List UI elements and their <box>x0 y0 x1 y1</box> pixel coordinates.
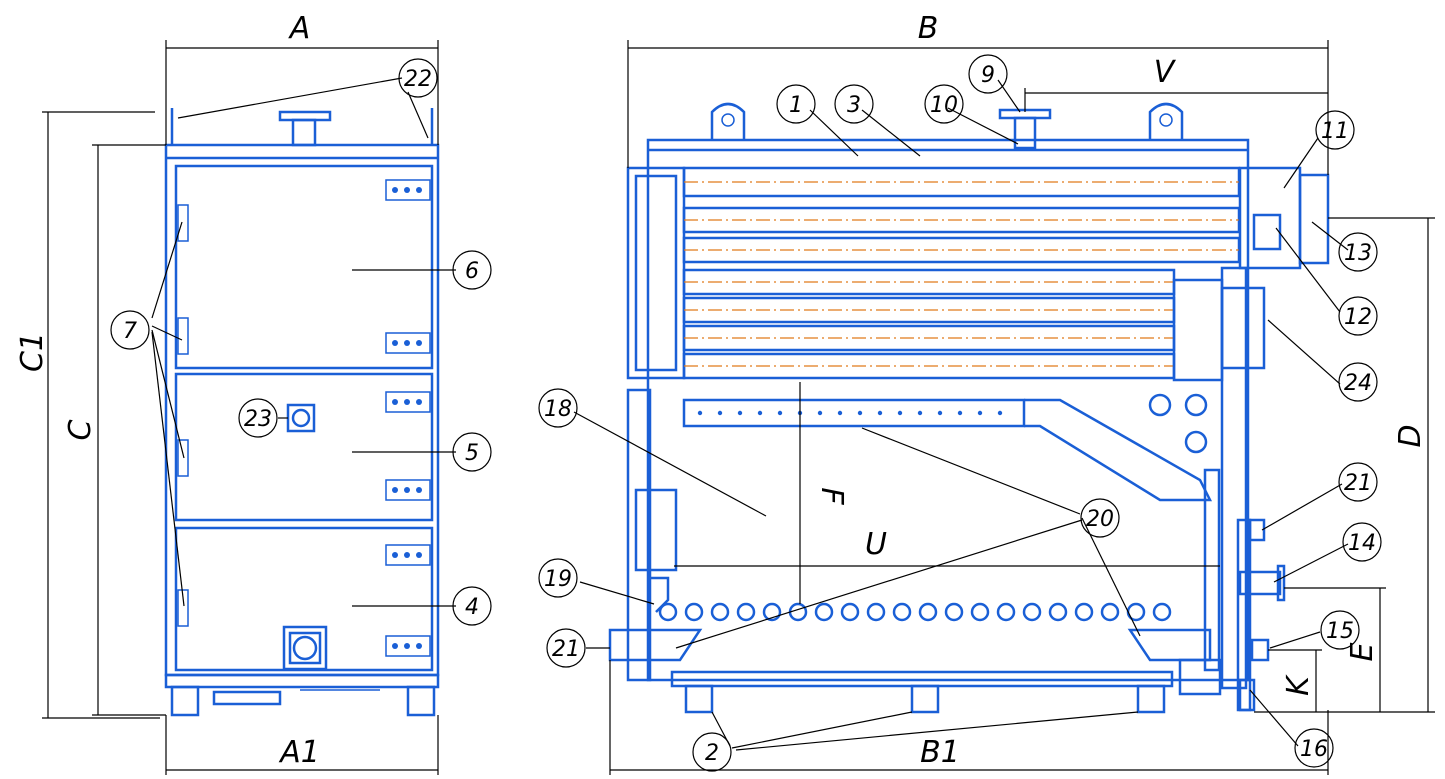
dim-label-E: E <box>1345 642 1380 661</box>
dim-label-C1: C1 <box>15 332 50 372</box>
callout-21-rear: 21 <box>1344 471 1372 496</box>
fire-tubes <box>682 166 1241 380</box>
side-dimensions <box>609 40 1435 775</box>
callout-3: 3 <box>847 93 861 118</box>
dim-label-B: B <box>918 11 939 46</box>
dim-label-C: C <box>63 419 98 440</box>
callout-20: 20 <box>1086 507 1114 532</box>
dim-label-A: A <box>288 11 311 46</box>
callout-5: 5 <box>465 441 479 466</box>
side-view <box>608 102 1330 714</box>
dimension-labels: A A1 B B1 V U C1 C D E K F <box>15 11 1428 770</box>
callout-21-front: 21 <box>552 637 580 662</box>
callout-1: 1 <box>789 93 803 118</box>
callout-10: 10 <box>930 93 958 118</box>
callout-7: 7 <box>123 319 137 344</box>
callout-18: 18 <box>544 397 572 422</box>
callout-12: 12 <box>1344 305 1372 330</box>
front-dimensions <box>42 40 439 775</box>
callout-circles <box>110 54 1382 772</box>
dim-label-K: K <box>1281 674 1316 696</box>
callout-4: 4 <box>465 595 479 620</box>
callout-19: 19 <box>544 567 572 592</box>
callout-6: 6 <box>465 259 479 284</box>
front-view <box>164 108 440 717</box>
dim-label-A1: A1 <box>278 735 320 770</box>
dim-label-V: V <box>1154 55 1177 90</box>
dim-label-F: F <box>814 487 849 505</box>
callout-24: 24 <box>1344 371 1372 396</box>
grate-tubes <box>658 602 1172 622</box>
callout-11: 11 <box>1321 119 1349 144</box>
callout-16: 16 <box>1300 737 1328 762</box>
callout-14: 14 <box>1348 531 1376 556</box>
callout-13: 13 <box>1344 241 1372 266</box>
callout-2: 2 <box>705 741 719 766</box>
callout-23: 23 <box>244 407 272 432</box>
callout-22: 22 <box>404 67 432 92</box>
callout-labels: 22 7 6 5 4 23 1 3 10 9 11 13 12 24 21 14… <box>123 63 1376 766</box>
dim-label-U: U <box>865 527 887 562</box>
callout-9: 9 <box>981 63 995 88</box>
dim-label-B1: B1 <box>920 735 960 770</box>
callout-15: 15 <box>1326 619 1354 644</box>
leader-lines <box>151 77 1349 751</box>
dim-label-D: D <box>1393 424 1428 447</box>
